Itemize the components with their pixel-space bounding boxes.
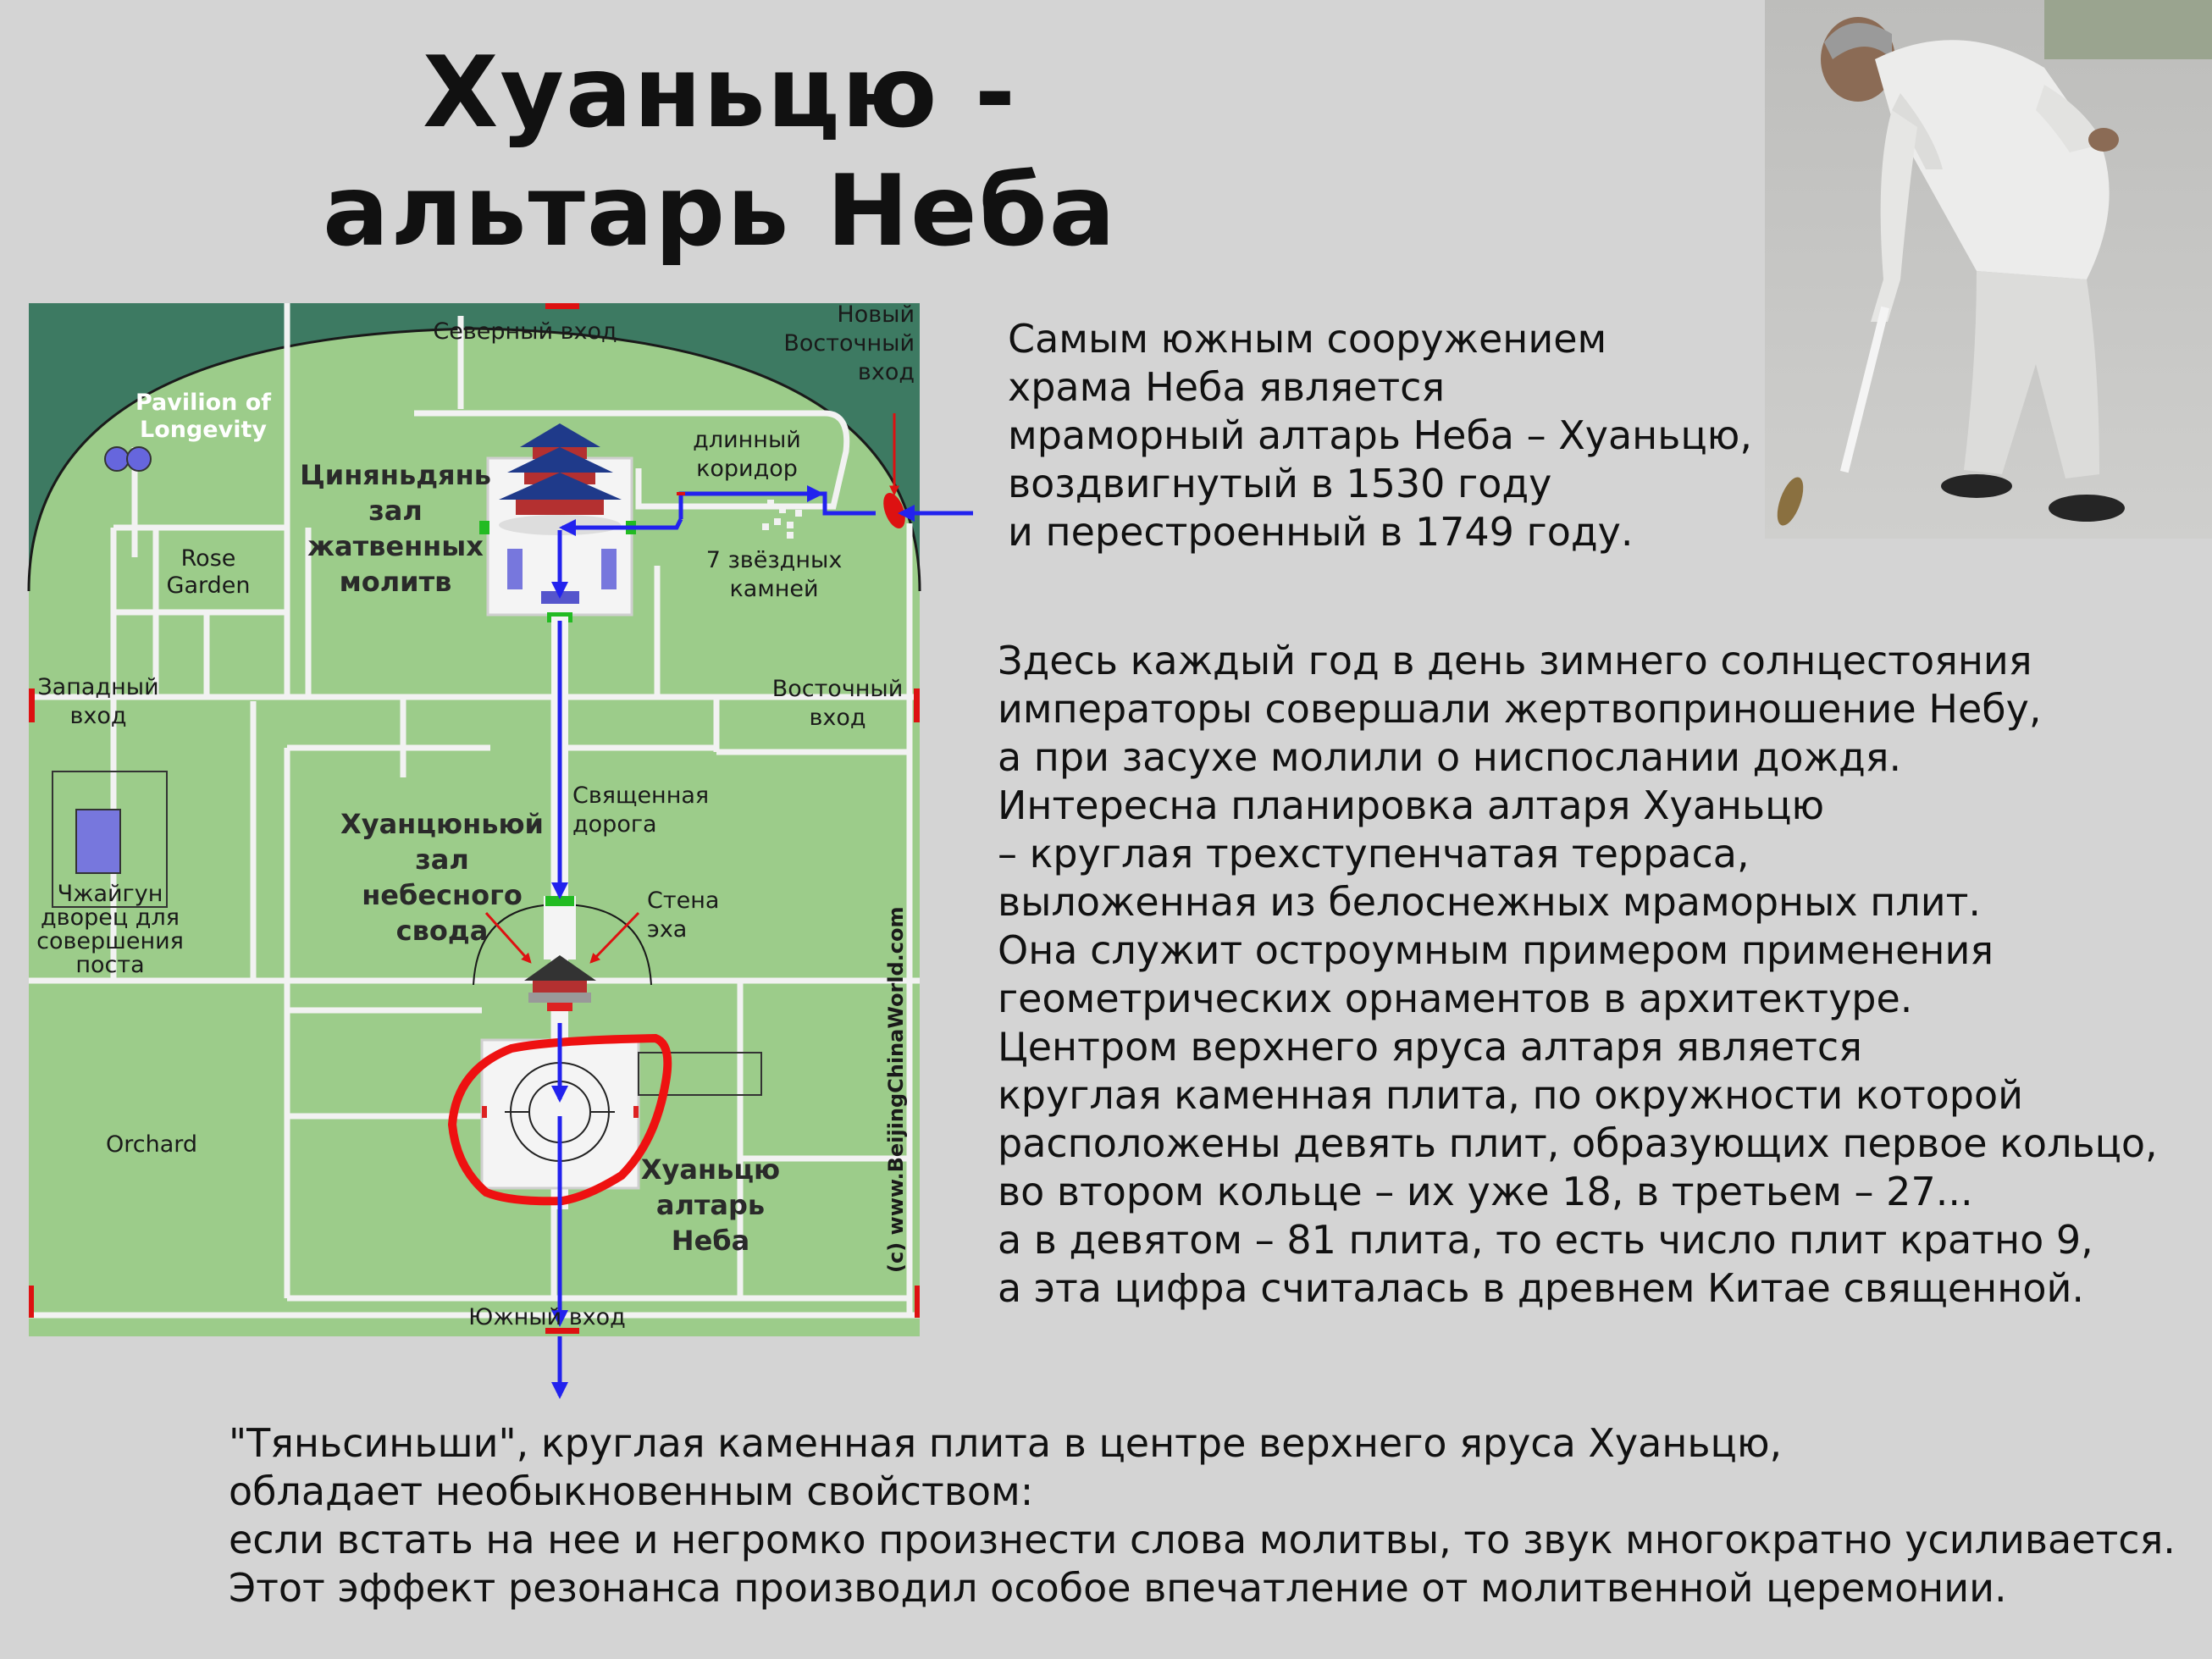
hall-of-prayer-icon	[499, 423, 622, 535]
footer-line: если встать на нее и негромко произнести…	[229, 1517, 2176, 1562]
seven-star-stones	[762, 500, 802, 539]
intro-line: и перестроенный в 1749 году.	[1008, 509, 1634, 555]
rose-garden-label-2: Garden	[167, 572, 251, 599]
details-paragraph: Здесь каждый год в день зимнего солнцест…	[998, 637, 2158, 1313]
details-line: Она служит остроумным примером применени…	[998, 927, 1994, 973]
intro-line: храма Неба является	[1008, 364, 1446, 410]
vault-hall-icon	[524, 955, 596, 1003]
title-line-2: альтарь Неба	[323, 154, 1117, 268]
echo-wall-label-1: Стена	[647, 888, 719, 914]
fasting-palace-desc-1: дворец для	[41, 904, 180, 931]
intro-paragraph: Самым южным сооружением храма Неба являе…	[1008, 315, 1752, 556]
vault-hall-label-1: Хуанцюньюй	[340, 808, 544, 840]
details-line: а эта цифра считалась в древнем Китае св…	[998, 1265, 2084, 1311]
route-path	[551, 485, 973, 1399]
long-corridor-label-1: длинный	[693, 427, 801, 453]
orchard-label: Orchard	[106, 1131, 197, 1158]
copyright-label: (c) www.BeijingChinaWorld.com	[884, 906, 908, 1273]
details-line: Интересна планировка алтаря Хуаньцю	[998, 782, 1825, 828]
vault-hall-label-2: зал	[415, 843, 469, 876]
rose-garden-label-1: Rose	[181, 545, 236, 572]
details-line: а в девятом – 81 плита, то есть число пл…	[998, 1217, 2093, 1263]
details-line: круглая каменная плита, по окружности ко…	[998, 1072, 2024, 1118]
altar-label-1: Хуаньцю	[641, 1153, 780, 1186]
outer-corners	[29, 303, 920, 591]
sacred-road-label-2: дорога	[572, 811, 657, 838]
details-line: Центром верхнего яруса алтаря является	[998, 1024, 1862, 1070]
temple-of-heaven-map: Северный вход Новый Восточный вход Pavil…	[27, 301, 973, 1399]
new-east-gate-label-3: вход	[858, 359, 915, 385]
details-line: а при засухе молили о ниспослании дождя.	[998, 734, 1902, 780]
details-line: – круглая трехступенчатая терраса,	[998, 831, 1750, 877]
west-gate-label-1: Западный	[37, 674, 158, 700]
page-title: Хуаньцю - альтарь Неба	[288, 34, 1152, 271]
fasting-palace-label: Чжайгун	[58, 881, 163, 907]
east-gate-label-2: вход	[809, 705, 865, 731]
altar-highlight	[447, 1033, 672, 1206]
footer-line: "Тяньсиньши", круглая каменная плита в ц…	[229, 1420, 1783, 1466]
map-paths	[29, 303, 920, 1319]
pavilion-label-2: Longevity	[140, 417, 267, 443]
hall-label-3: жатвенных	[307, 530, 484, 562]
south-gate-label: Южный вход	[468, 1304, 626, 1330]
map-background	[29, 303, 920, 1336]
hall-label-1: Циняньдянь	[300, 459, 491, 491]
north-gate-label: Северный вход	[433, 318, 617, 345]
footer-line: обладает необыкновенным свойством:	[229, 1468, 1034, 1514]
seven-stars-label-2: камней	[729, 576, 818, 602]
altar-label-2: алтарь	[656, 1189, 765, 1221]
hall-label-4: молитв	[340, 566, 452, 598]
fasting-palace-desc-2: совершения	[36, 928, 184, 954]
long-corridor-label-2: коридор	[696, 456, 798, 482]
footer-paragraph: "Тяньсиньши", круглая каменная плита в ц…	[229, 1419, 2176, 1612]
fasting-palace-desc-3: поста	[75, 952, 144, 978]
vault-hall-label-3: небесного	[362, 879, 523, 911]
details-line: выложенная из белоснежных мраморных плит…	[998, 879, 1982, 925]
intro-line: Самым южным сооружением	[1008, 316, 1607, 362]
vault-hall-label-4: свода	[396, 915, 489, 947]
intro-line: воздвигнутый в 1530 году	[1008, 461, 1552, 506]
gate-markers	[29, 303, 920, 1334]
pavilion-label-1: Pavilion of	[135, 390, 271, 416]
west-gate-label-2: вход	[69, 703, 126, 729]
seven-stars-label-1: 7 звёздных	[706, 547, 843, 573]
fasting-palace-outline	[52, 771, 168, 908]
calligrapher-photo	[1765, 0, 2212, 539]
east-gate-label-1: Восточный	[772, 676, 904, 702]
details-line: расположены девять плит, образующих перв…	[998, 1120, 2158, 1166]
details-line: во втором кольце – их уже 18, в третьем …	[998, 1169, 1973, 1214]
intro-line: мраморный алтарь Неба – Хуаньцю,	[1008, 412, 1753, 458]
details-line: Здесь каждый год в день зимнего солнцест…	[998, 638, 2032, 683]
echo-wall-label-2: эха	[647, 916, 687, 943]
hall-label-2: зал	[368, 495, 423, 527]
details-line: императоры совершали жертвоприношение Не…	[998, 686, 2042, 732]
new-east-gate-label-1: Новый	[837, 301, 915, 328]
altar-label-3: Неба	[672, 1225, 749, 1257]
sacred-road-label-1: Священная	[572, 782, 709, 809]
details-line: геометрических орнаментов в архитектуре.	[998, 976, 1913, 1021]
new-east-gate-label-2: Восточный	[783, 330, 915, 357]
footer-line: Этот эффект резонанса производил особое …	[229, 1565, 2007, 1611]
title-line-1: Хуаньцю -	[422, 36, 1018, 150]
